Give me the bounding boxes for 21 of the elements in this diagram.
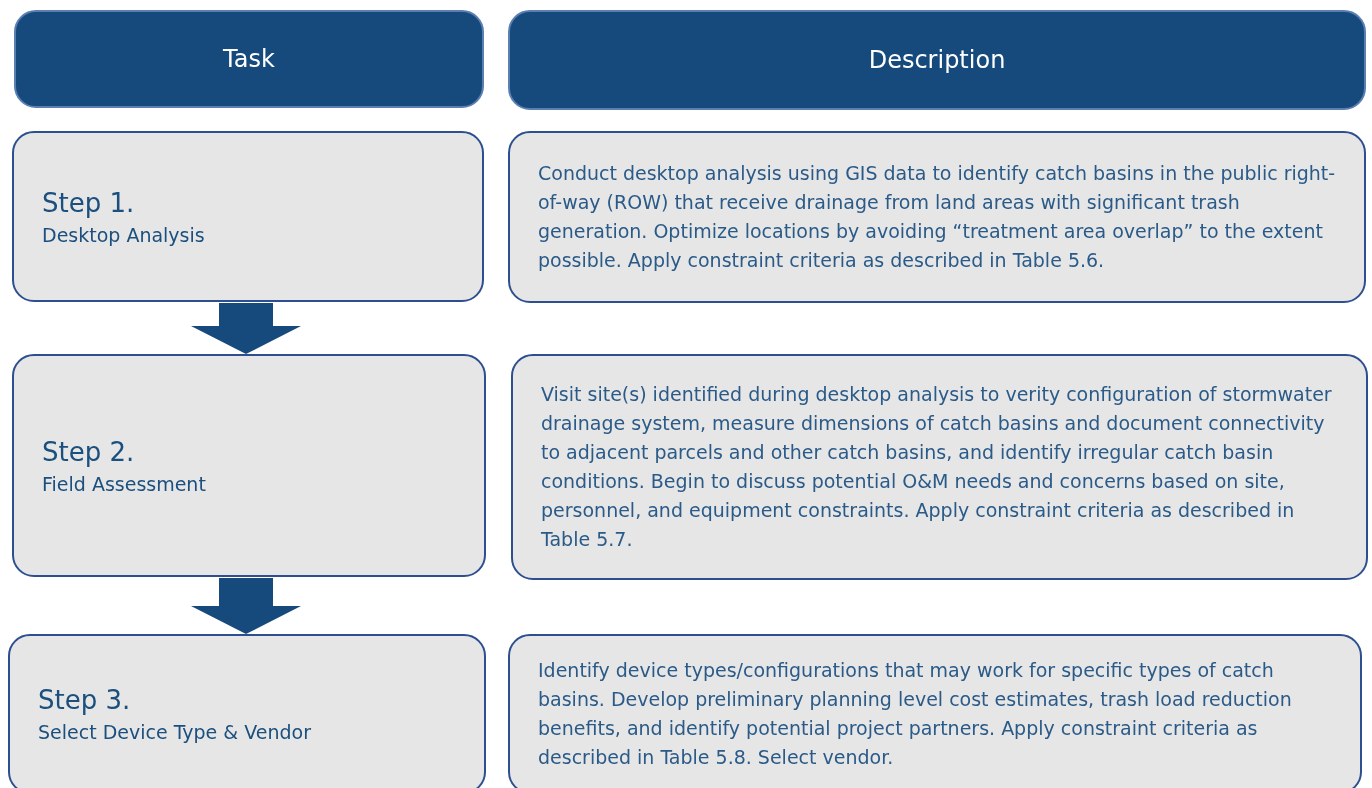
step-box (12, 354, 486, 577)
arrow (191, 578, 301, 634)
header-text: Task (223, 45, 275, 73)
step-number: Step 2. (42, 436, 136, 467)
column-header (508, 10, 1366, 110)
description-text: Identify device types/configurations that may work for specific types of catch basins. Develop preliminary planning level cost estimates, trash load reduction benefits, and identify potential project partners. Apply constraint criteria as described in Table 5.8. Select vendor. (538, 658, 1293, 770)
description-box (508, 634, 1362, 788)
description-box (508, 131, 1366, 303)
step-number: Step 3. (38, 685, 132, 715)
step-title: Desktop Analysis (42, 223, 206, 246)
step-title: Field Assessment (42, 472, 207, 495)
step-box (8, 634, 486, 788)
header-text: Description (868, 46, 1006, 74)
arrow (191, 303, 301, 354)
description-text: Visit site(s) identified during desktop analysis to verity configuration of stormwater drainage system, measure dimensions of catch basins and document connectivity to adjacent parcels and other catch basins, and identify irregular catch basin conditions. Begin to discuss potential O&M needs and concerns based on site, personnel, and equipment constraints. Apply constraint criteria as described in Table 5.7. (541, 382, 1333, 552)
description-box (511, 354, 1368, 580)
description-text: Conduct desktop analysis using GIS data to identify catch basins in the public right-of-way (ROW) that receive drainage from land areas with significant trash generation. Optimize locations by avoiding “treatment area overlap” to the extent possible. Apply constraint criteria as described in Table 5.6. (538, 161, 1336, 273)
column-header (14, 10, 484, 108)
step-title: Select Device Type & Vendor (38, 721, 312, 743)
step-number: Step 1. (42, 187, 136, 218)
step-box (12, 131, 484, 302)
